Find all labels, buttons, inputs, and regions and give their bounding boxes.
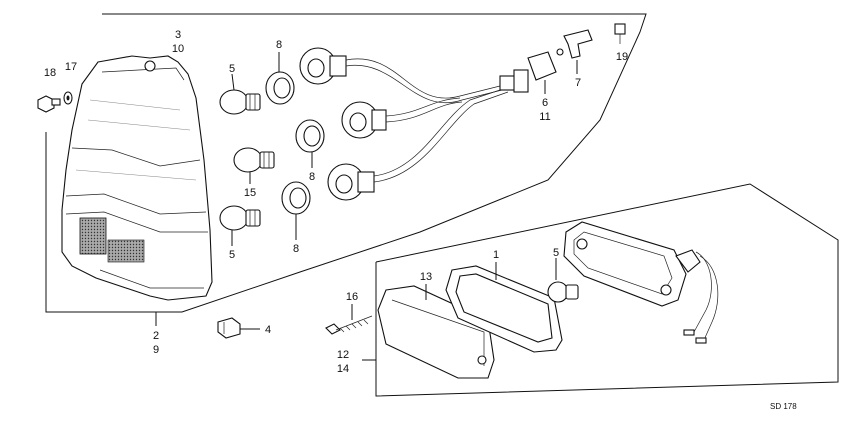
side-marker-group-outline [375,183,839,397]
socket-upper [299,47,347,85]
label-7: 7 [575,77,581,89]
gasket-8-middle [295,119,325,153]
bulb-15 [233,147,275,173]
leader-5-upper [231,73,235,91]
tail-lamp-lens [61,55,213,301]
screw-19 [614,23,626,44]
label-3: 3 [175,29,181,41]
side-marker-housing [563,221,719,344]
label-17: 17 [65,61,77,73]
label-5-upper: 5 [229,63,235,75]
bulb-5-upper [219,89,261,115]
side-marker-lens [377,285,495,379]
clip-4 [217,317,241,339]
bulb-5-lower [219,205,261,231]
label-6: 6 [542,97,548,109]
bulb-5-side [547,281,579,303]
label-8-middle: 8 [309,171,315,183]
label-8-lower: 8 [293,243,299,255]
label-5-side: 5 [553,247,559,259]
label-1: 1 [493,249,499,261]
screw-16 [325,315,373,335]
socket-lower [327,163,375,201]
gasket-8-upper [265,71,295,105]
wire-harness [345,48,564,183]
tail-lamp-group-outline [45,13,647,313]
diagram-code: SD 178 [770,402,797,411]
label-15: 15 [244,187,256,199]
socket-middle [341,101,387,139]
label-2: 2 [153,330,159,342]
clip-7 [563,29,593,59]
label-4: 4 [265,324,271,336]
screw-18 [37,95,61,113]
label-13: 13 [420,271,432,283]
label-12: 12 [337,349,349,361]
washer-17 [63,91,73,105]
label-14: 14 [337,363,349,375]
label-16: 16 [346,291,358,303]
label-11: 11 [539,111,550,123]
label-10: 10 [172,43,184,55]
gasket-8-lower [281,181,311,215]
label-19: 19 [616,51,628,63]
label-9: 9 [153,344,159,356]
label-18: 18 [44,67,56,79]
label-5-lower: 5 [229,249,235,261]
gasket-1 [445,265,563,353]
label-8-upper: 8 [276,39,282,51]
